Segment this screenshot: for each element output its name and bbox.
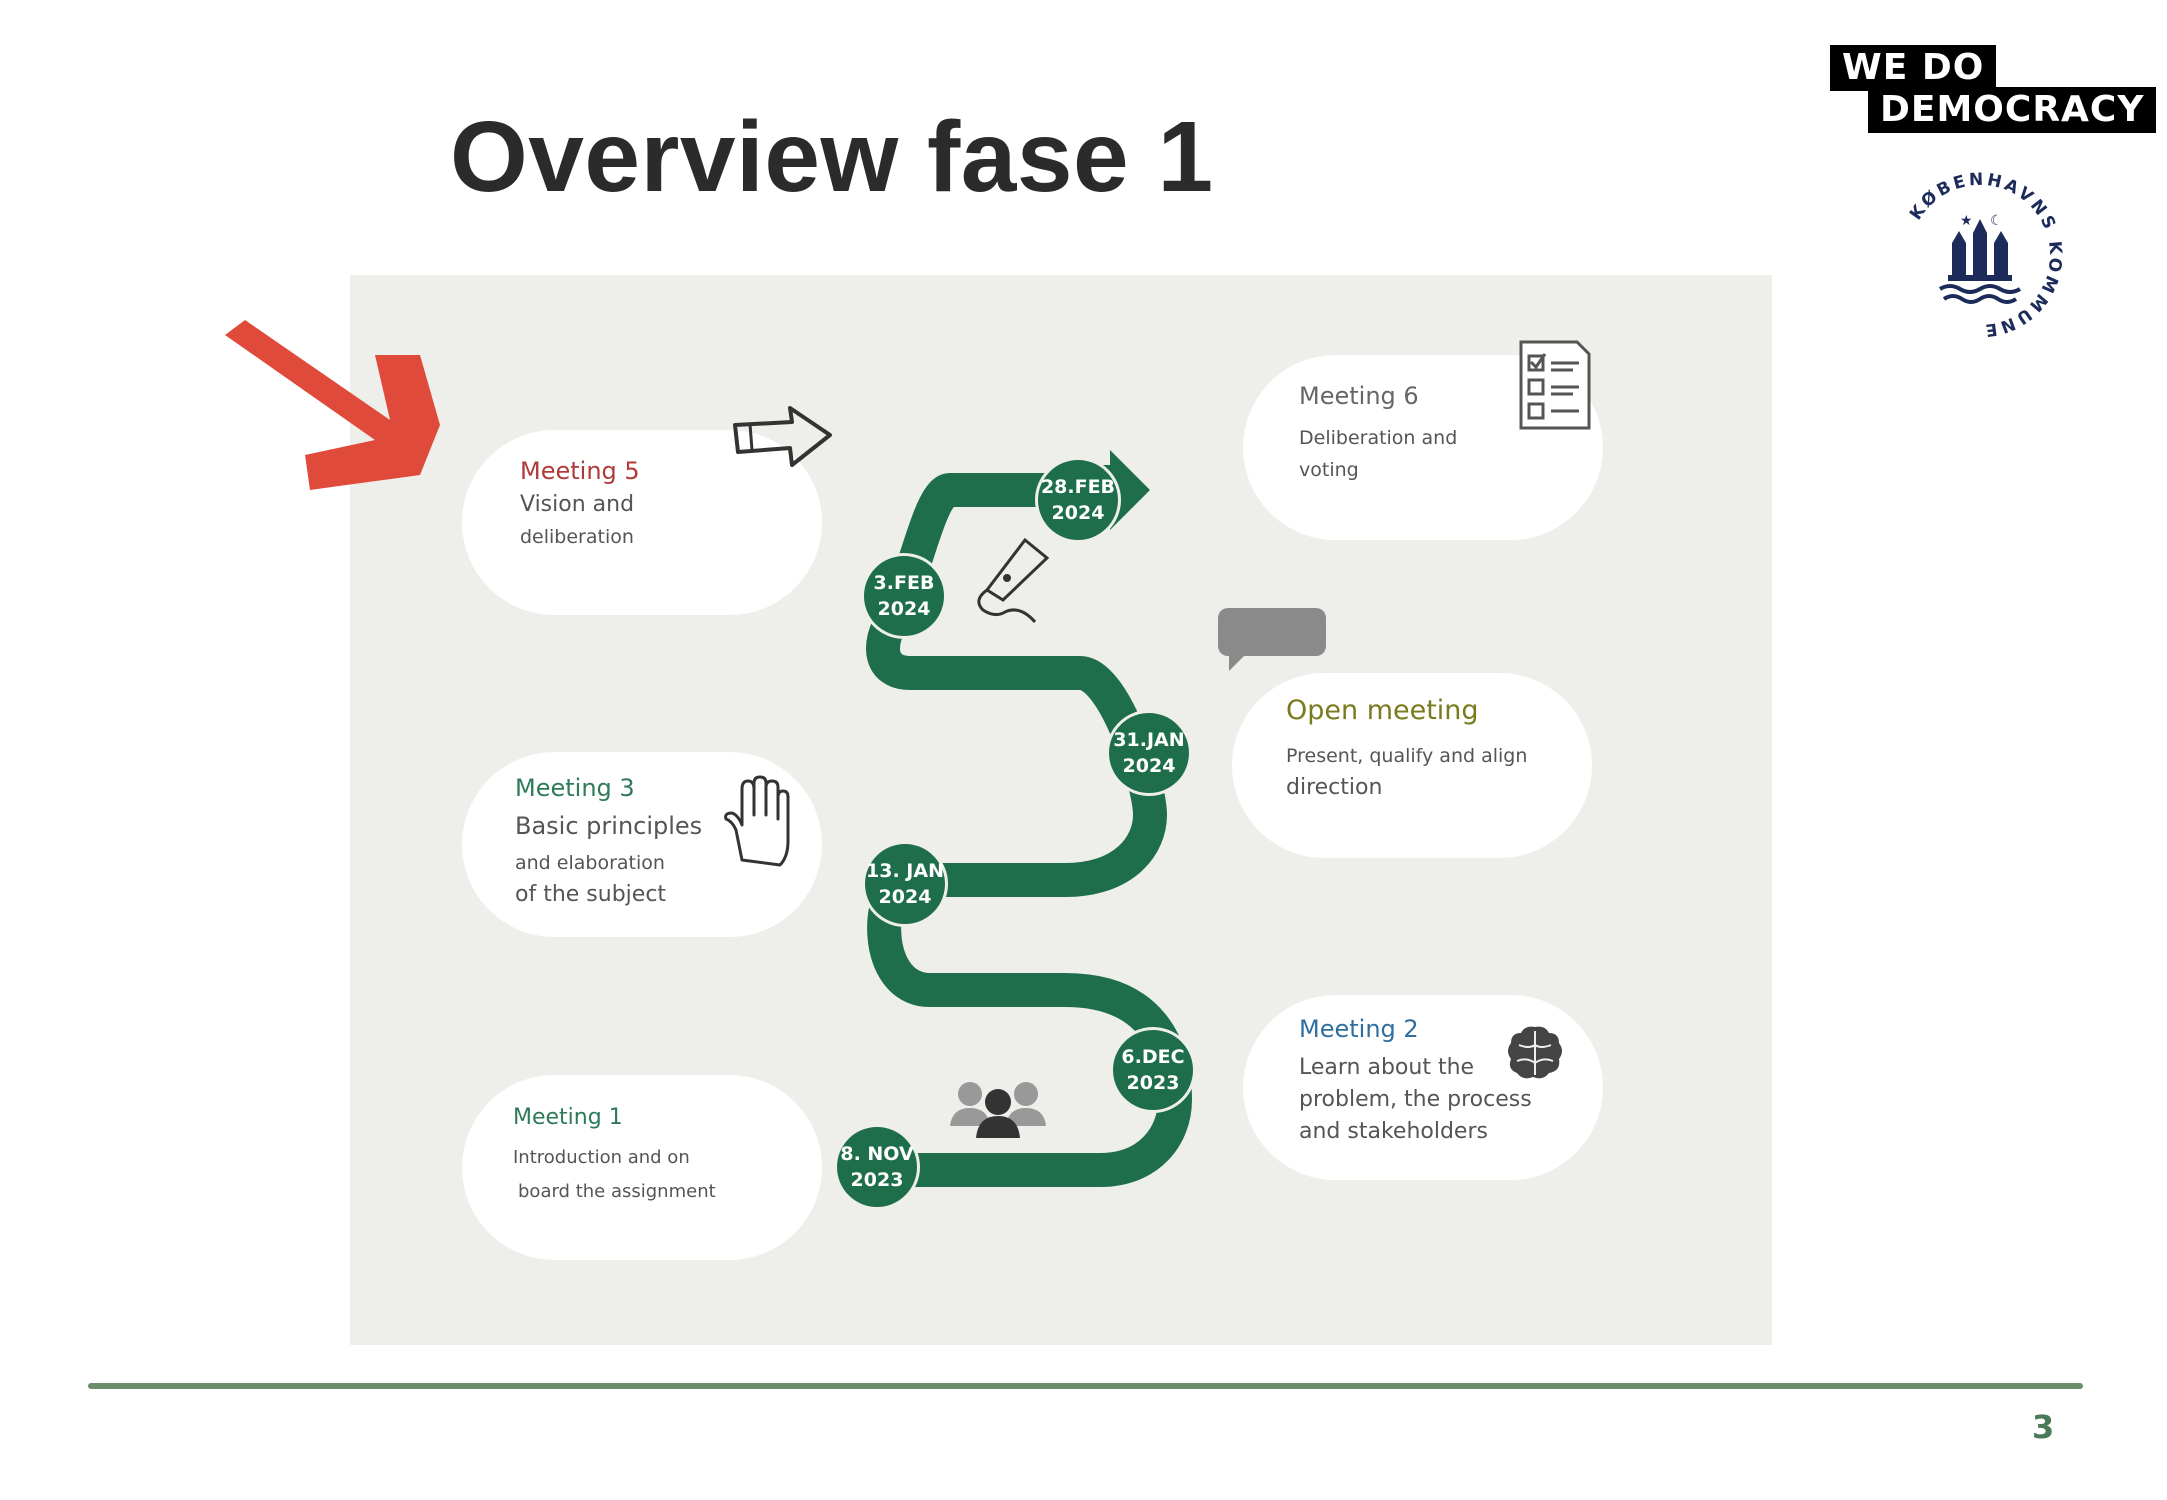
meeting-3-title: Meeting 3	[515, 774, 635, 802]
milestone-node: 6.DEC 2023	[1110, 1027, 1196, 1113]
meeting-1-text-2: board the assignment	[518, 1181, 716, 1202]
meeting-5-title: Meeting 5	[520, 457, 640, 485]
fountain-pen-icon	[977, 537, 1050, 624]
arrow-right-outline-icon	[733, 406, 832, 467]
milestone-node: 3.FEB 2024	[861, 553, 947, 639]
we-do-democracy-logo: WE DO DEMOCRACY	[1830, 45, 2157, 135]
milestone-node: 28.FEB 2024	[1035, 457, 1121, 543]
milestone-year: 2024	[877, 598, 931, 620]
milestone-date: 3.FEB	[873, 572, 935, 594]
meeting-2-text-3: and stakeholders	[1299, 1119, 1488, 1144]
meeting-5-card: Meeting 5 Vision and deliberation	[462, 430, 822, 615]
milestone-node: 8. NOV 2023	[834, 1124, 920, 1210]
footer-divider	[88, 1383, 2083, 1389]
milestone-year: 2024	[1122, 755, 1176, 777]
milestone-year: 2024	[1051, 502, 1105, 524]
milestone-date: 13. JAN	[866, 860, 944, 882]
milestone-date: 6.DEC	[1121, 1046, 1185, 1068]
meeting-5-text-1: Vision and	[520, 492, 635, 517]
meeting-2-text-1: Learn about the	[1299, 1055, 1475, 1080]
meeting-5-text-2: deliberation	[520, 526, 634, 548]
page-number: 3	[2032, 1408, 2055, 1446]
page-title: Overview fase 1	[450, 101, 1214, 213]
meeting-2-card: Meeting 2 Learn about the problem, the p…	[1243, 995, 1603, 1180]
meeting-1-title: Meeting 1	[513, 1105, 623, 1130]
meeting-3-text-1: Basic principles	[515, 812, 703, 840]
logo-line-we-do: WE DO	[1830, 45, 1997, 91]
meeting-6-text-2: voting	[1299, 459, 1359, 481]
meeting-6-title: Meeting 6	[1299, 382, 1419, 410]
milestone-date: 31.JAN	[1113, 729, 1185, 751]
brain-icon	[1508, 1026, 1562, 1079]
milestone-node: 13. JAN 2024	[862, 841, 948, 927]
kobenhavns-kommune-seal: KØBENHAVNS KOMMUNE ★ ☾	[1906, 170, 2062, 340]
hand-icon	[724, 775, 790, 867]
meeting-2-text-2: problem, the process	[1299, 1087, 1532, 1112]
meeting-6-text-1: Deliberation and	[1299, 427, 1458, 449]
open-meeting-text-1: Present, qualify and align	[1286, 745, 1528, 767]
milestone-year: 2023	[850, 1169, 904, 1191]
red-arrow-icon	[225, 320, 440, 490]
open-meeting-text-2: direction	[1286, 775, 1383, 800]
speech-bubble-icon	[1218, 608, 1326, 671]
meeting-3-card: Meeting 3 Basic principles and elaborati…	[462, 752, 822, 937]
meeting-1-text-1: Introduction and on	[513, 1147, 690, 1168]
logo-line-democracy: DEMOCRACY	[1868, 87, 2157, 133]
milestone-node: 31.JAN 2024	[1106, 710, 1192, 796]
milestone-year: 2023	[1126, 1072, 1180, 1094]
meeting-3-text-3: of the subject	[515, 882, 667, 907]
open-meeting-title: Open meeting	[1286, 695, 1479, 726]
milestone-year: 2024	[878, 886, 932, 908]
checklist-icon	[1519, 340, 1591, 430]
people-icon	[950, 1082, 1046, 1138]
milestone-date: 8. NOV	[840, 1143, 914, 1165]
svg-text:★: ★	[1960, 212, 1973, 228]
open-meeting-card: Open meeting Present, qualify and align …	[1232, 673, 1592, 858]
meeting-3-text-2: and elaboration	[515, 852, 665, 874]
milestone-date: 28.FEB	[1040, 476, 1116, 498]
svg-text:☾: ☾	[1990, 212, 2003, 228]
meeting-2-title: Meeting 2	[1299, 1015, 1419, 1043]
meeting-1-card: Meeting 1 Introduction and on board the …	[462, 1075, 822, 1260]
